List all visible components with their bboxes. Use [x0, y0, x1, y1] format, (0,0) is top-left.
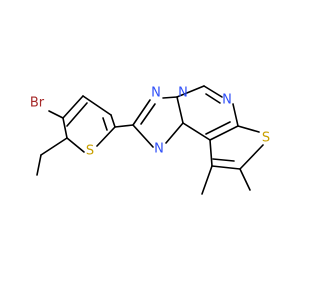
bond — [212, 158, 235, 162]
bond — [211, 165, 241, 170]
bonds — [36, 85, 264, 195]
bond — [203, 85, 223, 98]
bond — [205, 121, 231, 135]
bond — [132, 99, 151, 126]
bond — [62, 117, 68, 139]
atom-labels: Br S N N N N S — [30, 86, 270, 159]
nitrogen-atom-label: N — [178, 86, 188, 101]
bond — [209, 125, 239, 141]
molecule-diagram: Br S N N N N S — [29, 85, 271, 195]
nitrogen-atom-label: N — [151, 86, 161, 101]
bromine-atom-label: Br — [30, 96, 45, 111]
bond — [201, 165, 213, 195]
bond — [82, 95, 112, 116]
bond — [232, 103, 239, 127]
bond — [205, 93, 221, 104]
bond — [209, 139, 213, 167]
bond — [110, 114, 116, 128]
bond — [96, 126, 116, 147]
bond — [66, 137, 85, 153]
sulfur-atom-label: S — [262, 131, 270, 146]
bond — [237, 125, 260, 133]
bond — [140, 103, 156, 125]
bond — [165, 122, 184, 144]
bond — [176, 85, 205, 98]
bond — [62, 95, 84, 119]
bond — [36, 154, 42, 176]
bond — [239, 168, 251, 191]
nitrogen-atom-label: N — [222, 93, 232, 108]
sulfur-atom-label: S — [86, 144, 94, 159]
bond — [162, 96, 178, 99]
bond — [48, 110, 64, 119]
bond — [102, 117, 108, 131]
bond — [176, 96, 184, 124]
molecule-structure: Br S N N N N S — [30, 85, 270, 195]
bond — [239, 144, 264, 170]
nitrogen-atom-label: N — [154, 142, 164, 157]
bond — [40, 137, 68, 156]
bond — [114, 124, 134, 128]
bond — [182, 122, 211, 141]
bond — [132, 124, 154, 148]
bond — [66, 102, 88, 127]
